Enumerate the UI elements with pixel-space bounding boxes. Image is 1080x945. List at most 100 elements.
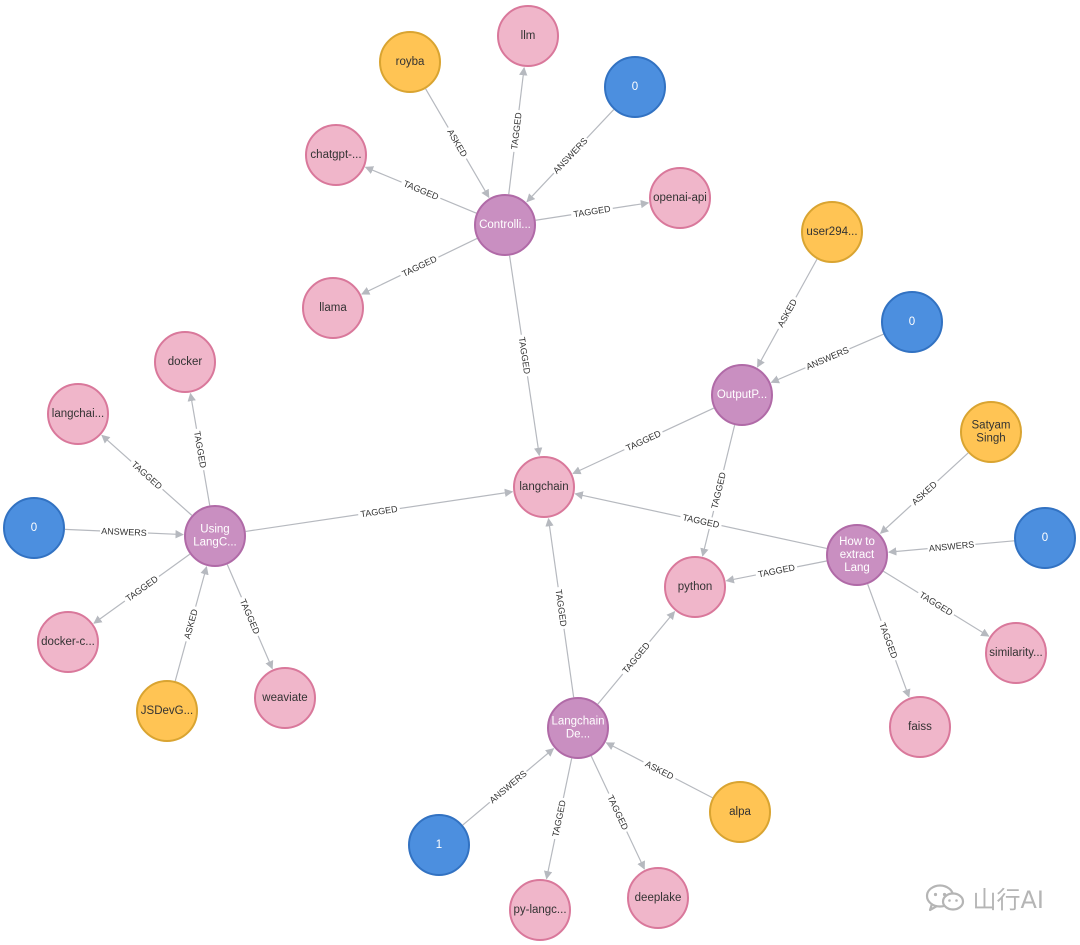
user-node-u_alpa[interactable]: alpa — [709, 781, 771, 843]
edge-answers-a_output-to-q_output: ANSWERS — [770, 333, 884, 384]
edge-tagged-q_ctrl-to-t_chatgpt: TAGGED — [364, 166, 477, 214]
user-node-u_royba[interactable]: royba — [379, 31, 441, 93]
node-circle[interactable] — [801, 201, 863, 263]
edge-tagged-q_howto-to-t_python: TAGGED — [725, 560, 827, 584]
tag-node-t_llama[interactable]: llama — [302, 277, 364, 339]
edge-tagged-q_ctrl-to-t_langchain: TAGGED — [508, 255, 543, 457]
node-circle[interactable] — [649, 167, 711, 229]
edge-answers-a_langdev-to-q_langdev: ANSWERS — [462, 748, 555, 826]
edge-tagged-q_using-to-t_weaviate: TAGGED — [226, 564, 274, 670]
edge-label: ANSWERS — [487, 768, 528, 805]
node-circle[interactable] — [709, 781, 771, 843]
edge-label: ASKED — [910, 479, 940, 507]
tag-node-t_dockerc[interactable]: docker-c... — [37, 611, 99, 673]
edge-tagged-q_howto-to-t_faiss: TAGGED — [867, 583, 911, 698]
tag-node-t_similarity[interactable]: similarity... — [985, 622, 1047, 684]
tag-node-t_deeplake[interactable]: deeplake — [627, 867, 689, 929]
node-circle[interactable] — [826, 524, 888, 586]
edge-label: ANSWERS — [928, 539, 974, 553]
node-circle[interactable] — [37, 611, 99, 673]
edge-label: ANSWERS — [805, 345, 851, 372]
tag-node-t_langchai[interactable]: langchai... — [47, 383, 109, 445]
tag-node-t_langchain[interactable]: langchain — [513, 456, 575, 518]
node-circle[interactable] — [305, 124, 367, 186]
tag-node-t_pylangc[interactable]: py-langc... — [509, 879, 571, 941]
node-circle[interactable] — [184, 505, 246, 567]
tag-node-t_llm[interactable]: llm — [497, 5, 559, 67]
edge-tagged-q_using-to-t_langchain: TAGGED — [245, 488, 514, 533]
tag-node-t_python[interactable]: python — [664, 556, 726, 618]
edge-label: TAGGED — [918, 590, 955, 618]
node-circle[interactable] — [985, 622, 1047, 684]
user-node-u_jsdev[interactable]: JSDevG... — [136, 680, 198, 742]
node-circle[interactable] — [711, 364, 773, 426]
edge-label: TAGGED — [509, 111, 523, 150]
edge-tagged-q_howto-to-t_similarity: TAGGED — [883, 570, 990, 637]
tag-node-t_faiss[interactable]: faiss — [889, 696, 951, 758]
edge-tagged-q_howto-to-t_langchain: TAGGED — [574, 491, 827, 550]
edge-asked-u_user294-to-q_output: ASKED — [756, 258, 818, 368]
tag-node-t_weaviate[interactable]: weaviate — [254, 667, 316, 729]
edge-tagged-q_using-to-t_langchai: TAGGED — [101, 434, 193, 516]
node-circle[interactable] — [3, 497, 65, 559]
node-circle[interactable] — [47, 383, 109, 445]
node-circle[interactable] — [604, 56, 666, 118]
node-circle[interactable] — [960, 401, 1022, 463]
edge-label: ASKED — [182, 607, 200, 640]
node-circle[interactable] — [497, 5, 559, 67]
edge-tagged-q_using-to-t_docker: TAGGED — [187, 392, 211, 506]
node-circle[interactable] — [881, 291, 943, 353]
node-circle[interactable] — [509, 879, 571, 941]
answer-node-a_howto[interactable]: 0 — [1014, 507, 1076, 569]
tag-node-t_docker[interactable]: docker — [154, 331, 216, 393]
node-circle[interactable] — [513, 456, 575, 518]
edge-answers-a_howto-to-q_howto: ANSWERS — [888, 538, 1015, 556]
question-node-q_ctrl[interactable]: Controlli... — [474, 194, 536, 256]
node-circle[interactable] — [474, 194, 536, 256]
edge-label: TAGGED — [877, 621, 899, 660]
node-circle[interactable] — [154, 331, 216, 393]
edge-tagged-q_output-to-t_python: TAGGED — [700, 424, 736, 557]
edge-label: TAGGED — [620, 640, 652, 676]
node-circle[interactable] — [889, 696, 951, 758]
node-circle[interactable] — [664, 556, 726, 618]
node-circle[interactable] — [136, 680, 198, 742]
edge-label: ANSWERS — [551, 136, 589, 176]
edge-label: TAGGED — [682, 512, 721, 530]
tag-node-t_openai[interactable]: openai-api — [649, 167, 711, 229]
edge-label: TAGGED — [124, 573, 161, 603]
answer-node-a_ctrl[interactable]: 0 — [604, 56, 666, 118]
node-circle[interactable] — [547, 697, 609, 759]
edge-asked-u_jsdev-to-q_using: ASKED — [174, 566, 209, 682]
question-node-q_output[interactable]: OutputP... — [711, 364, 773, 426]
edge-asked-u_satyam-to-q_howto: ASKED — [879, 452, 969, 534]
answer-node-a_output[interactable]: 0 — [881, 291, 943, 353]
node-circle[interactable] — [379, 31, 441, 93]
edge-tagged-q_langdev-to-t_python: TAGGED — [597, 610, 676, 705]
watermark-text: 山行AI — [972, 886, 1045, 914]
edge-tagged-q_ctrl-to-t_llm: TAGGED — [507, 66, 528, 195]
node-circle[interactable] — [408, 814, 470, 876]
edge-asked-u_royba-to-q_ctrl: ASKED — [425, 88, 490, 199]
node-circle[interactable] — [254, 667, 316, 729]
answer-node-a_langdev[interactable]: 1 — [408, 814, 470, 876]
answer-node-a_using[interactable]: 0 — [3, 497, 65, 559]
edge-answers-a_ctrl-to-q_ctrl: ANSWERS — [526, 109, 615, 203]
node-circle[interactable] — [1014, 507, 1076, 569]
edge-asked-u_alpa-to-q_langdev: ASKED — [605, 742, 713, 799]
edge-label: TAGGED — [709, 471, 728, 510]
user-node-u_user294[interactable]: user294... — [801, 201, 863, 263]
edge-tagged-q_langdev-to-t_langchain: TAGGED — [545, 517, 575, 698]
edge-tagged-q_using-to-t_dockerc: TAGGED — [93, 553, 191, 624]
node-circle[interactable] — [302, 277, 364, 339]
edge-label: ANSWERS — [101, 526, 147, 538]
node-circle[interactable] — [627, 867, 689, 929]
edge-tagged-q_langdev-to-t_deeplake: TAGGED — [590, 755, 645, 870]
tag-node-t_chatgpt[interactable]: chatgpt-... — [305, 124, 367, 186]
